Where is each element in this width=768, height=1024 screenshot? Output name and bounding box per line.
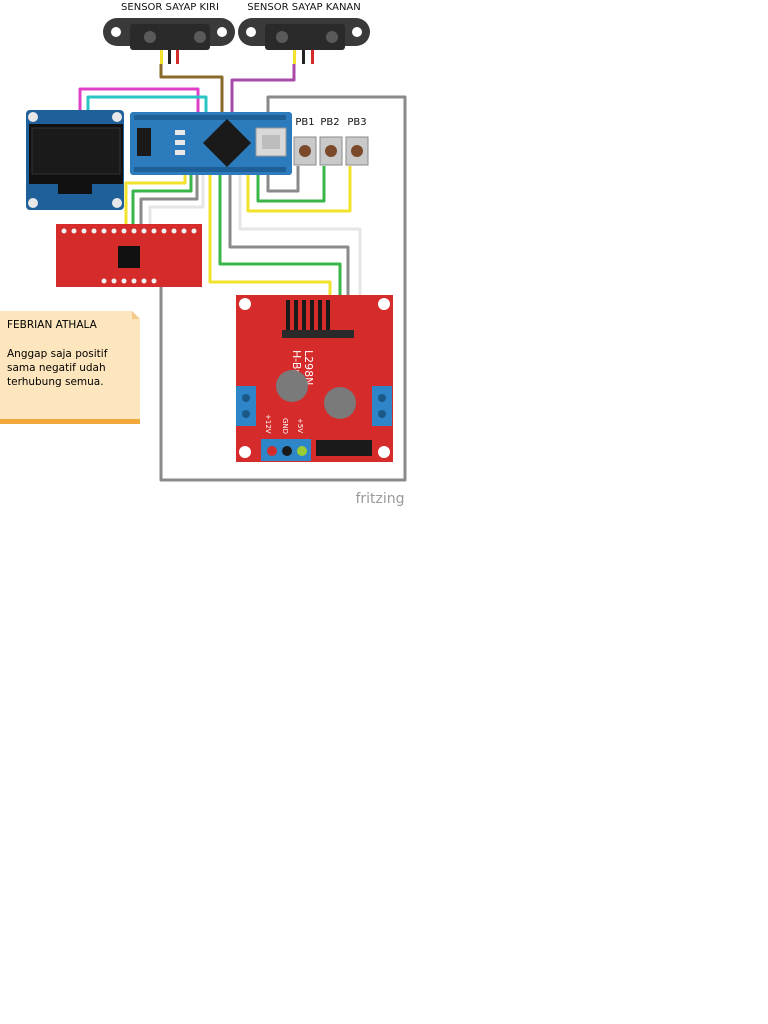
wiring-diagram: SENSOR SAYAP KIRI SENSOR SAYAP KANAN bbox=[26, 2, 407, 507]
driver-mount-hole bbox=[239, 446, 251, 458]
l298n-driver: L298N H-Bridge +12V GND +5V bbox=[236, 295, 393, 462]
wire-oled-scl bbox=[86, 95, 208, 112]
nano-icsp-header bbox=[137, 128, 151, 156]
pb3-button bbox=[345, 136, 369, 166]
note-fold bbox=[132, 311, 140, 319]
power-terminal-5v bbox=[297, 446, 307, 456]
driver-5v-label: +5V bbox=[296, 418, 304, 433]
sticky-note: FEBRIAN ATHALA Anggap saja positif sama … bbox=[0, 311, 140, 424]
nano-led bbox=[175, 130, 185, 135]
nano-header-bottom bbox=[134, 167, 286, 172]
nano-mcu-chip bbox=[202, 118, 252, 168]
note-title: FEBRIAN ATHALA bbox=[7, 319, 97, 331]
sensor-right-mount-hole bbox=[246, 27, 256, 37]
pb2-cap bbox=[325, 145, 337, 157]
sensor-left-lens bbox=[144, 31, 156, 43]
driver-mount-hole bbox=[378, 298, 390, 310]
driver-capacitor bbox=[324, 387, 356, 419]
sensor-left-lens bbox=[194, 31, 206, 43]
wire-pb2 bbox=[256, 166, 326, 203]
nano-led bbox=[175, 150, 185, 155]
nano-header-top bbox=[134, 115, 286, 120]
wire-pb1 bbox=[266, 166, 300, 193]
push-buttons: PB1 PB2 PB3 bbox=[293, 117, 369, 166]
oled-mount-hole bbox=[28, 112, 38, 122]
wire-pb3 bbox=[246, 166, 352, 213]
oled-flex bbox=[58, 184, 92, 194]
sensor-right-pin bbox=[311, 50, 314, 64]
wire-sensor-left bbox=[159, 64, 224, 112]
sensor-right-label: SENSOR SAYAP KANAN bbox=[247, 2, 361, 13]
sensor-left-housing bbox=[130, 24, 210, 50]
mux-pin-row-bottom bbox=[101, 278, 157, 284]
nano-led bbox=[175, 140, 185, 145]
pb1-label: PB1 bbox=[295, 117, 314, 128]
driver-12v-label: +12V bbox=[264, 414, 272, 434]
wire-sensor-right bbox=[230, 64, 296, 112]
driver-input-header bbox=[316, 440, 372, 456]
sensor-right-mount-hole bbox=[352, 27, 362, 37]
driver-title: L298N bbox=[302, 350, 315, 385]
pb2-button bbox=[319, 136, 343, 166]
sensor-right: SENSOR SAYAP KANAN bbox=[238, 2, 370, 64]
oled-mount-hole bbox=[28, 198, 38, 208]
pb2-label: PB2 bbox=[320, 117, 339, 128]
sensor-left: SENSOR SAYAP KIRI bbox=[103, 2, 235, 64]
driver-heatsink bbox=[282, 300, 354, 338]
sensor-left-pin bbox=[160, 50, 163, 64]
sensor-left-pin bbox=[176, 50, 179, 64]
sensor-right-pin bbox=[302, 50, 305, 64]
sensor-left-mount-hole bbox=[111, 27, 121, 37]
sensor-left-mount-hole bbox=[217, 27, 227, 37]
pb3-cap bbox=[351, 145, 363, 157]
pb3-label: PB3 bbox=[347, 117, 366, 128]
fritzing-watermark: fritzing bbox=[355, 491, 404, 507]
sensor-left-label: SENSOR SAYAP KIRI bbox=[121, 2, 219, 13]
power-terminal-gnd bbox=[282, 446, 292, 456]
driver-gnd-label: GND bbox=[281, 418, 289, 434]
wire-ground-loop bbox=[159, 95, 407, 482]
driver-mount-hole bbox=[378, 446, 390, 458]
wiring-diagram-canvas: SENSOR SAYAP KIRI SENSOR SAYAP KANAN bbox=[0, 0, 410, 508]
note-body: Anggap saja positif sama negatif udah te… bbox=[7, 348, 108, 388]
sensor-right-lens bbox=[276, 31, 288, 43]
sensor-left-pin bbox=[168, 50, 171, 64]
pb1-button bbox=[293, 136, 317, 166]
driver-board bbox=[236, 295, 393, 462]
multiplexer-board bbox=[56, 224, 202, 287]
wire-oled-sda bbox=[78, 87, 200, 112]
power-terminal-12v bbox=[267, 446, 277, 456]
mux-chip bbox=[118, 246, 140, 268]
arduino-nano bbox=[130, 112, 292, 175]
driver-terminal-left bbox=[236, 386, 256, 426]
driver-mount-hole bbox=[239, 298, 251, 310]
sensor-right-lens bbox=[326, 31, 338, 43]
driver-terminal-right bbox=[372, 386, 392, 426]
sensor-right-housing bbox=[265, 24, 345, 50]
oled-active-area bbox=[31, 127, 121, 175]
mux-pin-row bbox=[61, 228, 197, 234]
oled-mount-hole bbox=[112, 112, 122, 122]
oled-mount-hole bbox=[112, 198, 122, 208]
oled-display bbox=[26, 110, 124, 210]
sensor-right-pin bbox=[293, 50, 296, 64]
pb1-cap bbox=[299, 145, 311, 157]
nano-usb-socket bbox=[262, 135, 280, 149]
driver-capacitor bbox=[276, 370, 308, 402]
